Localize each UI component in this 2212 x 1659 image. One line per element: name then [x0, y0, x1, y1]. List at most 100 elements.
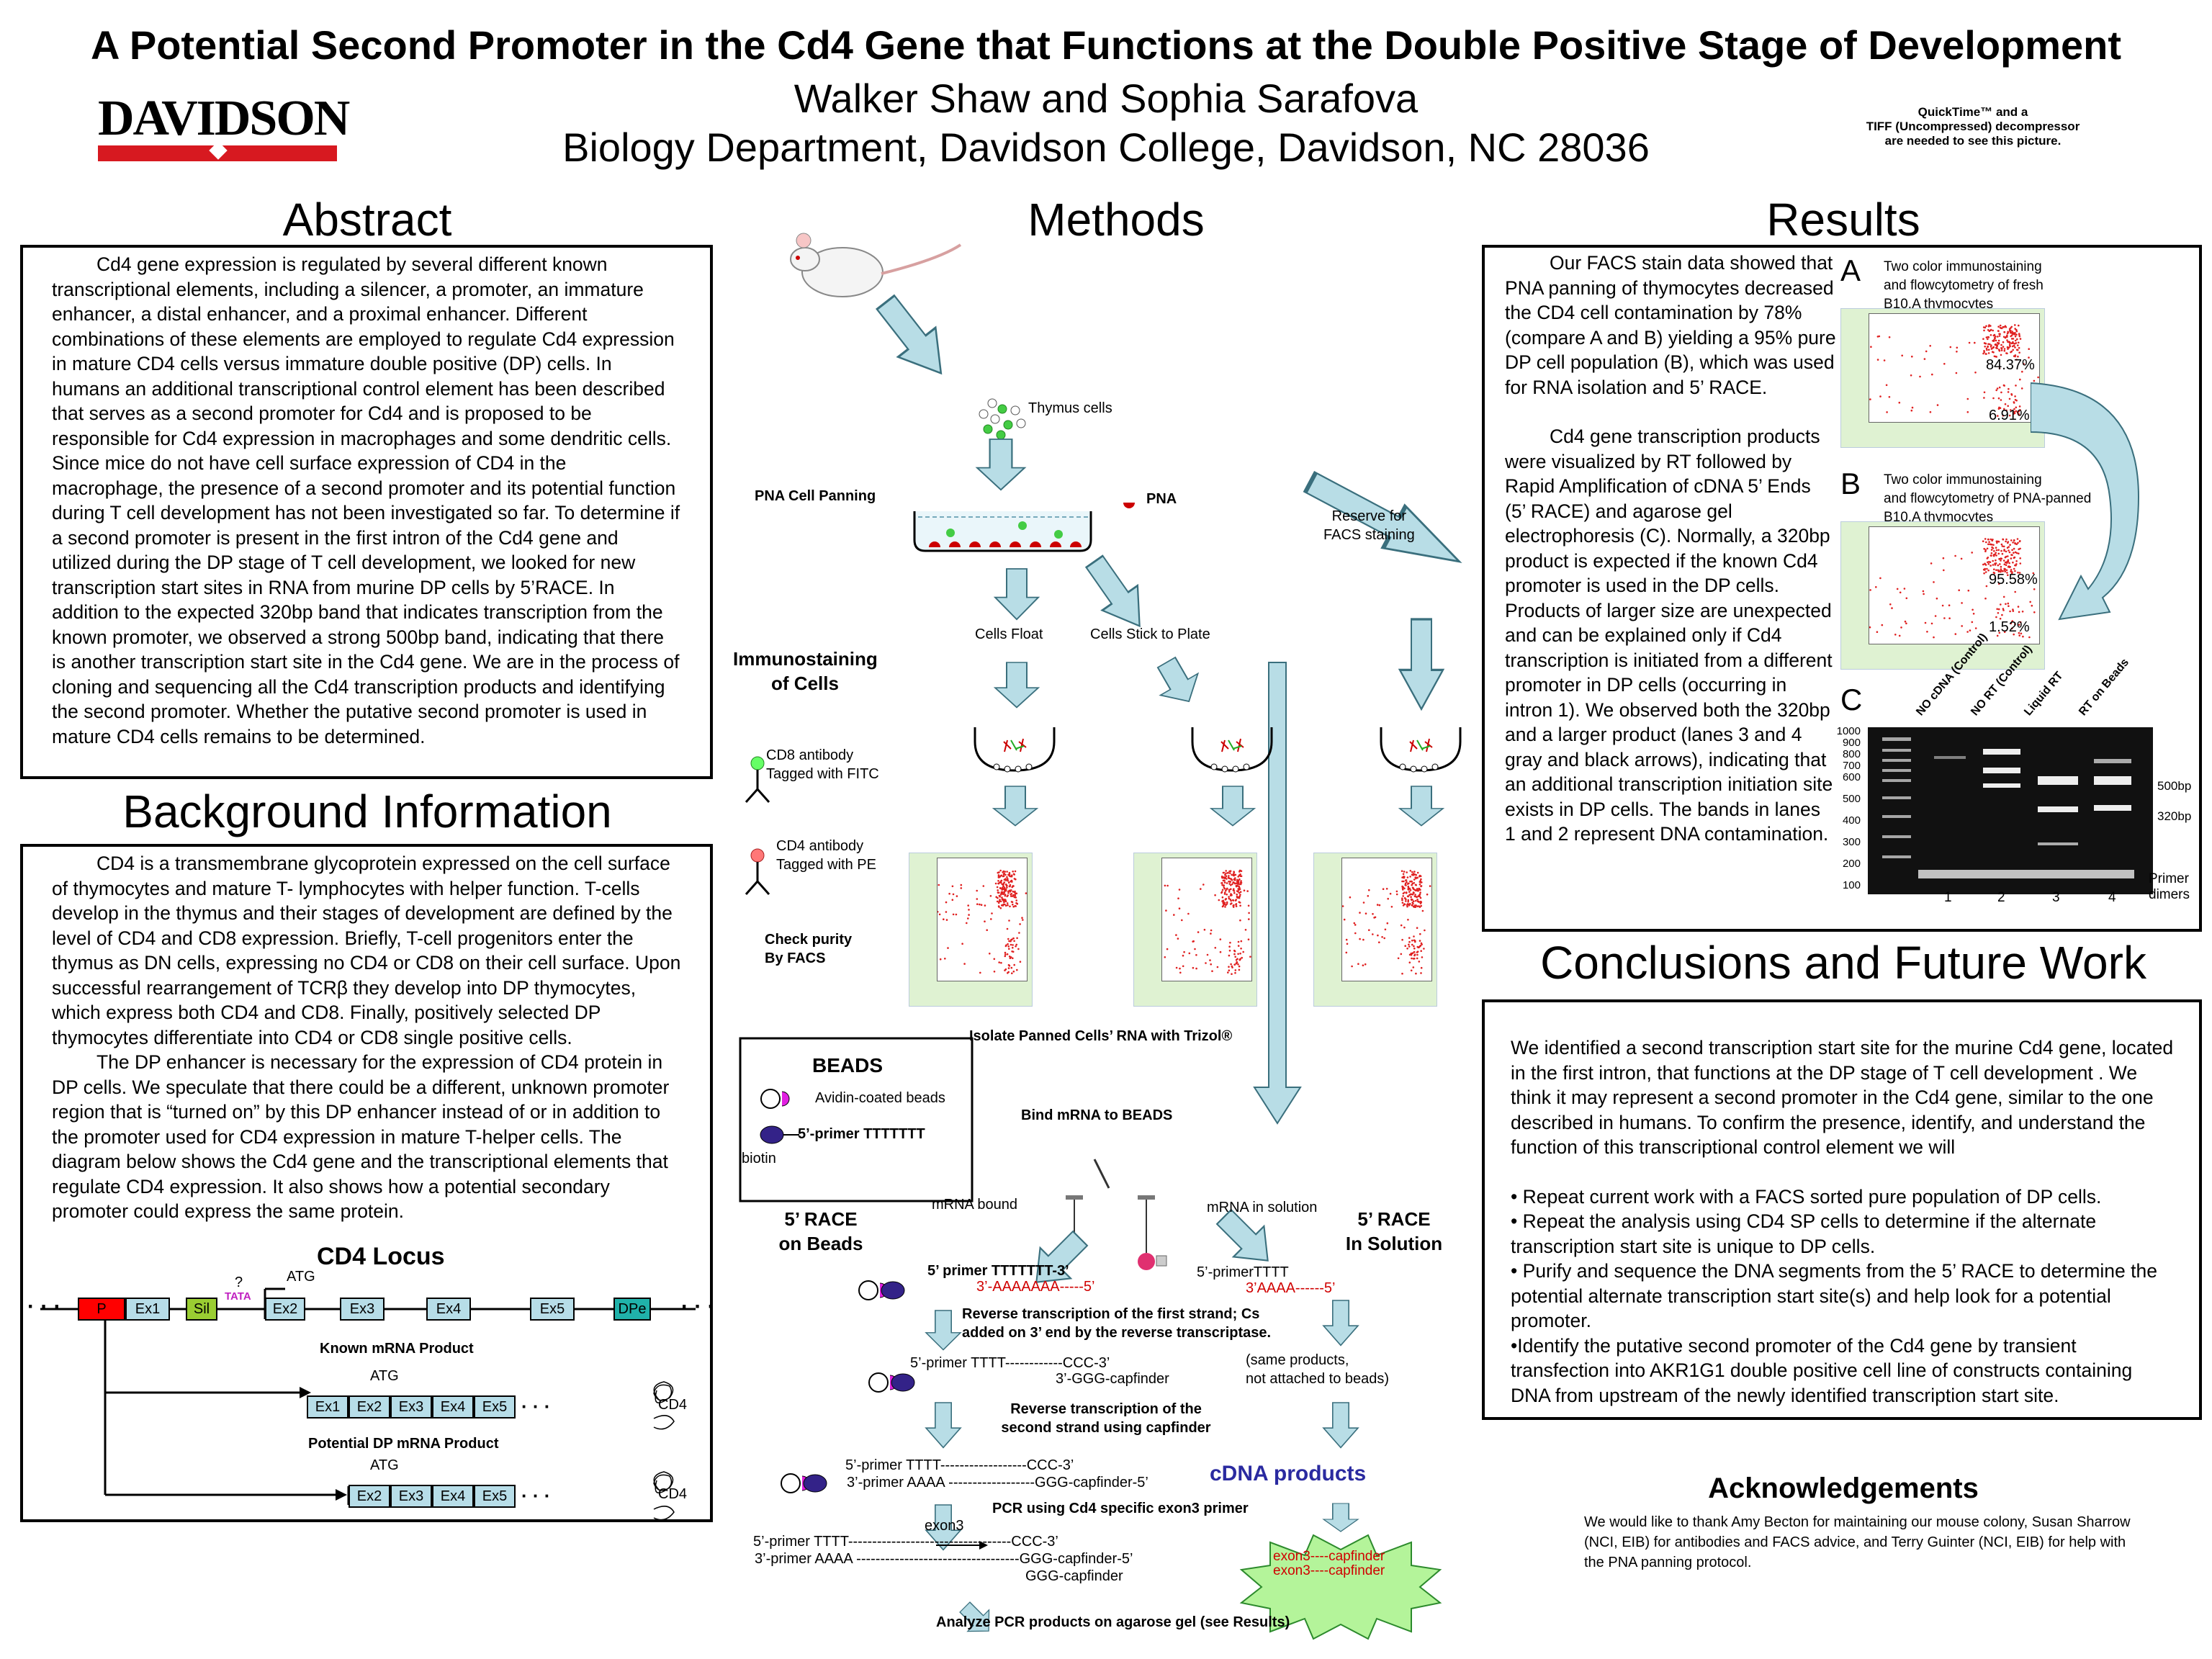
same-products-label: (same products,not attached to beads)	[1246, 1352, 1390, 1387]
potential-mrna-title: Potential DP mRNA Product	[308, 1436, 499, 1452]
locus-title: CD4 Locus	[317, 1243, 445, 1270]
abstract-box: Cd4 gene expression is regulated by seve…	[20, 245, 713, 779]
thymus-cells-label: Thymus cells	[1028, 400, 1112, 416]
conclusions-box: We identified a second transcription sta…	[1482, 999, 2202, 1420]
scatter-points	[936, 869, 1028, 974]
exon-4: Ex4	[426, 1298, 471, 1321]
conclusions-bullet: • Repeat current work with a FACS sorted…	[1511, 1185, 2102, 1208]
potential-exon-3: Ex3	[390, 1485, 432, 1508]
stain-cup-icon	[974, 727, 1056, 773]
bound-primer-bottom: 3’-AAAAAAA-----5’	[976, 1279, 1095, 1295]
panel-b-pct-bottom: 1.52%	[1989, 619, 2030, 635]
promoter-element: P	[78, 1298, 125, 1321]
exon-1: Ex1	[125, 1298, 170, 1321]
isolate-rna-label: Isolate Panned Cells’ RNA with Trizol®	[969, 1028, 1233, 1044]
background-paragraph: The DP enhancer is necessary for the exp…	[52, 1051, 670, 1222]
abstract-heading: Abstract	[282, 194, 452, 246]
facs-plot-float	[909, 853, 1033, 1007]
methods-flow-diagram	[739, 233, 1483, 1642]
known-exon-4: Ex4	[432, 1395, 474, 1419]
exon3-label: exon3	[925, 1518, 964, 1534]
methods-heading: Methods	[1028, 194, 1205, 246]
marker-500bp: 500bp	[2157, 779, 2192, 793]
ds-cdna-bottom: 3’-primer AAAA ------------------GGG-cap…	[847, 1475, 1148, 1491]
cdna-starburst	[1239, 1534, 1442, 1640]
results-paragraph: Our FACS stain data showed that PNA pann…	[1505, 252, 1836, 398]
cells-stick-label: Cells Stick to Plate	[1090, 626, 1210, 642]
quicktime-notice: QuickTime™ and a TIFF (Uncompressed) dec…	[1866, 105, 2080, 148]
ccc-product: 5’-primer TTTT------------CCC-3’	[910, 1355, 1110, 1371]
dp-enhancer: DPe	[613, 1298, 651, 1321]
question-mark: ?	[235, 1274, 243, 1290]
tata-box: TATA	[225, 1290, 251, 1303]
known-exon-2: Ex2	[349, 1395, 390, 1419]
biotin-label: biotin	[742, 1151, 776, 1166]
davidson-logo: DAVIDSON	[98, 94, 350, 166]
cd4-protein-label: CD4	[658, 1397, 688, 1413]
cd4-antibody-icon	[745, 848, 770, 895]
acknowledgements-heading: Acknowledgements	[1708, 1473, 1979, 1504]
cd8-antibody-icon	[745, 756, 770, 803]
thymus-cells-icon	[979, 398, 1026, 440]
lane-number-2: 2	[1997, 890, 2005, 905]
lane-number-3: 3	[2052, 890, 2060, 905]
pcr-top: 5’-primer TTTT--------------------------…	[753, 1534, 1058, 1550]
agarose-gel	[1868, 727, 2153, 894]
mrna-bound-label: mRNA bound	[932, 1197, 1017, 1213]
results-heading: Results	[1766, 194, 1920, 246]
beads-title: BEADS	[812, 1054, 884, 1076]
pcr-bottom: 3’-primer AAAA -------------------------…	[755, 1551, 1133, 1567]
pna-plate-icon	[913, 503, 1135, 552]
exon-2: Ex2	[265, 1298, 305, 1321]
panel-b-pct-top: 95.58%	[1989, 572, 2038, 588]
potential-exon-5: Ex5	[474, 1485, 516, 1508]
solution-primer-top: 5’-primerTTTT	[1197, 1264, 1289, 1280]
pcr-label: PCR using Cd4 specific exon3 primer	[992, 1501, 1249, 1516]
cd4-protein-label: CD4	[658, 1486, 688, 1502]
exon-5: Ex5	[530, 1298, 575, 1321]
facs-plot-stick	[1133, 853, 1257, 1007]
panel-b-letter: B	[1840, 467, 1861, 500]
panel-a-pct-bottom: 6.91%	[1989, 408, 2030, 423]
locus-dots-left: · · ·	[27, 1295, 61, 1318]
atg-label: ATG	[370, 1457, 399, 1473]
facs-plot-a	[1840, 308, 2045, 448]
abstract-text: Cd4 gene expression is regulated by seve…	[52, 253, 680, 747]
ggg-capfinder: 3’-GGG-capfinder	[1056, 1371, 1169, 1387]
avidin-label: Avidin-coated beads	[815, 1090, 945, 1106]
scatter-points	[1341, 870, 1431, 975]
mrna-solution-label: mRNA in solution	[1207, 1200, 1318, 1215]
potential-exon-4: Ex4	[432, 1485, 474, 1508]
ggg-capfinder-2: GGG-capfinder	[1025, 1568, 1123, 1584]
analyze-label: Analyze PCR products on agarose gel (see…	[936, 1614, 1290, 1630]
conclusions-bullet: •Identify the putative second promoter o…	[1511, 1334, 2133, 1406]
known-dots: · · ·	[521, 1395, 551, 1417]
facs-plot-b	[1840, 521, 2045, 670]
curved-arrow-icon	[2031, 382, 2140, 621]
exon-3: Ex3	[340, 1298, 385, 1321]
background-box: CD4 is a transmembrane glycoprotein expr…	[20, 844, 713, 1522]
ds-cdna-top: 5’-primer TTTT------------------CCC-3’	[845, 1457, 1074, 1473]
atg-label: ATG	[287, 1269, 315, 1285]
locus-dots-right: · · ·	[681, 1295, 715, 1318]
authors: Walker Shaw and Sophia Sarafova	[793, 76, 1419, 121]
facs-plot-reserve	[1313, 853, 1437, 1007]
cells-float-label: Cells Float	[975, 626, 1043, 642]
conclusions-bullet: • Repeat the analysis using CD4 SP cells…	[1511, 1210, 2097, 1257]
atg-label: ATG	[370, 1368, 399, 1384]
potential-dots: · · ·	[521, 1485, 551, 1506]
stain-cup-icon	[1380, 727, 1462, 773]
silencer-element: Sil	[186, 1298, 217, 1321]
known-exon-1: Ex1	[307, 1395, 349, 1419]
rt-step-label: Reverse transcription of the first stran…	[962, 1306, 1272, 1341]
marker-320bp: 320bp	[2157, 809, 2192, 823]
lane-number-1: 1	[1944, 890, 1952, 905]
